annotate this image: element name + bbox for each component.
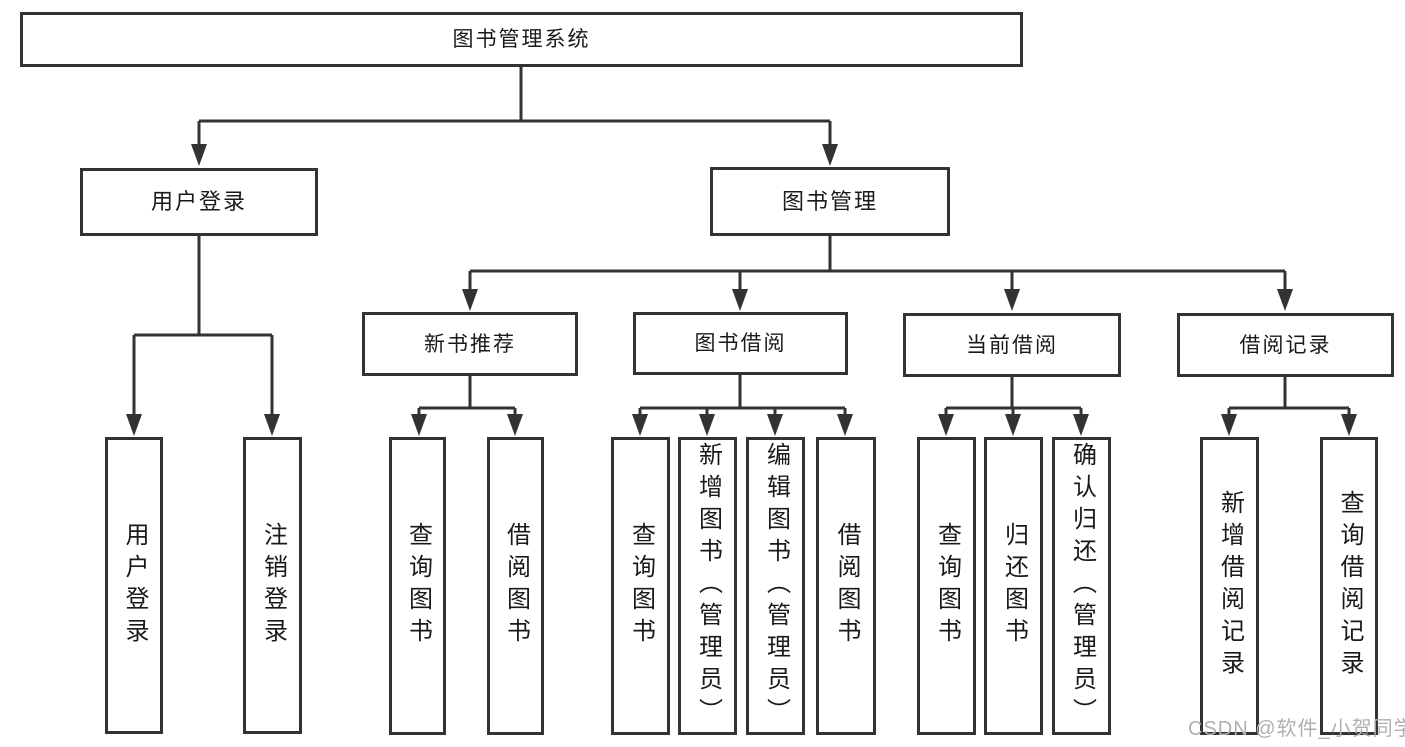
leaf-borrow-add-books-admin: 新增图书（管理员）: [678, 437, 737, 735]
leaf-newbook-query-books: 查询图书: [389, 437, 446, 735]
leaf-record-add-borrow-record: 新增借阅记录: [1200, 437, 1259, 735]
arrow-down-icon: [1005, 414, 1021, 436]
leaf-borrow-edit-books-admin: 编辑图书（管理员）: [746, 437, 805, 735]
node-book-borrow: 图书借阅: [633, 312, 848, 375]
leaf-current-return-books: 归还图书: [984, 437, 1043, 735]
arrow-down-icon: [732, 289, 748, 311]
leaf-user-login: 用户登录: [105, 437, 163, 734]
arrow-down-icon: [767, 414, 783, 436]
leaf-borrow-query-books: 查询图书: [611, 437, 670, 735]
leaf-newbook-borrow-books: 借阅图书: [487, 437, 544, 735]
node-book-management: 图书管理: [710, 167, 950, 236]
arrow-down-icon: [191, 144, 207, 166]
leaf-borrow-borrow-books: 借阅图书: [816, 437, 876, 735]
arrow-down-icon: [938, 414, 954, 436]
arrow-down-icon: [1004, 289, 1020, 311]
arrow-down-icon: [1221, 414, 1237, 436]
arrow-down-icon: [462, 289, 478, 311]
arrow-down-icon: [1073, 414, 1089, 436]
arrow-down-icon: [507, 414, 523, 436]
leaf-current-confirm-return-admin: 确认归还（管理员）: [1052, 437, 1111, 735]
arrow-down-icon: [126, 414, 142, 436]
arrow-down-icon: [699, 414, 715, 436]
node-user-login: 用户登录: [80, 168, 318, 236]
leaf-record-query-borrow-record: 查询借阅记录: [1320, 437, 1378, 735]
arrow-down-icon: [822, 144, 838, 166]
arrow-down-icon: [264, 414, 280, 436]
arrow-down-icon: [632, 414, 648, 436]
arrow-down-icon: [1277, 289, 1293, 311]
node-new-book-recommend: 新书推荐: [362, 312, 578, 376]
node-root-system: 图书管理系统: [20, 12, 1023, 67]
leaf-current-query-books: 查询图书: [917, 437, 976, 735]
arrow-down-icon: [837, 414, 853, 436]
csdn-watermark: CSDN @软件_小贺同学: [1188, 718, 1405, 740]
leaf-logout: 注销登录: [243, 437, 302, 734]
node-borrow-record: 借阅记录: [1177, 313, 1394, 377]
arrow-down-icon: [1341, 414, 1357, 436]
node-current-borrow: 当前借阅: [903, 313, 1121, 377]
arrow-down-icon: [411, 414, 427, 436]
